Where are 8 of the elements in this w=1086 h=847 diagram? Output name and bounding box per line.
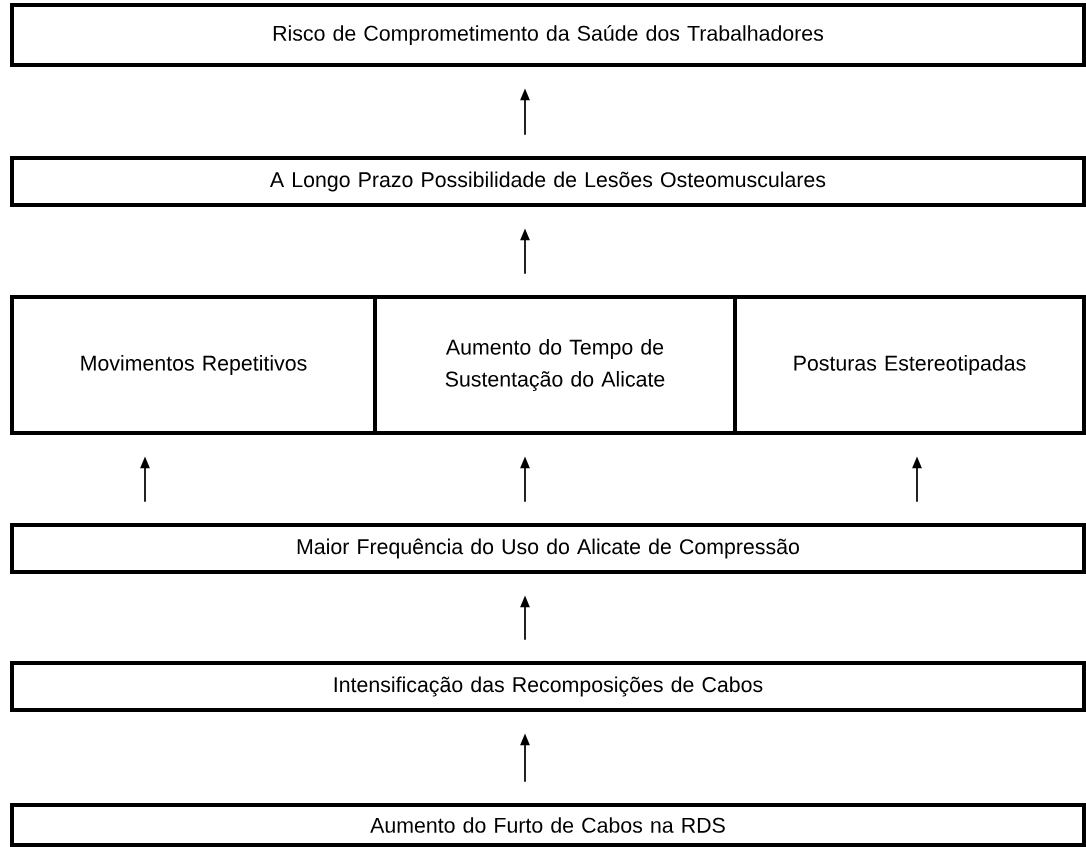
- process-box: Risco de Comprometimento da Saúde dos Trabalhadores: [10, 3, 1086, 67]
- process-box: Maior Frequência do Uso do Alicate de Compressão: [10, 523, 1086, 574]
- process-box: Aumento do Tempo de Sustentação do Alicate: [373, 295, 737, 435]
- process-box: A Longo Prazo Possibilidade de Lesões Osteomusculares: [10, 156, 1086, 207]
- process-box: Intensificação das Recomposições de Cabos: [10, 661, 1086, 712]
- process-box: Aumento do Furto de Cabos na RDS: [10, 803, 1086, 847]
- process-box: Movimentos Repetitivos: [10, 295, 377, 435]
- process-box: Posturas Estereotipadas: [733, 295, 1086, 435]
